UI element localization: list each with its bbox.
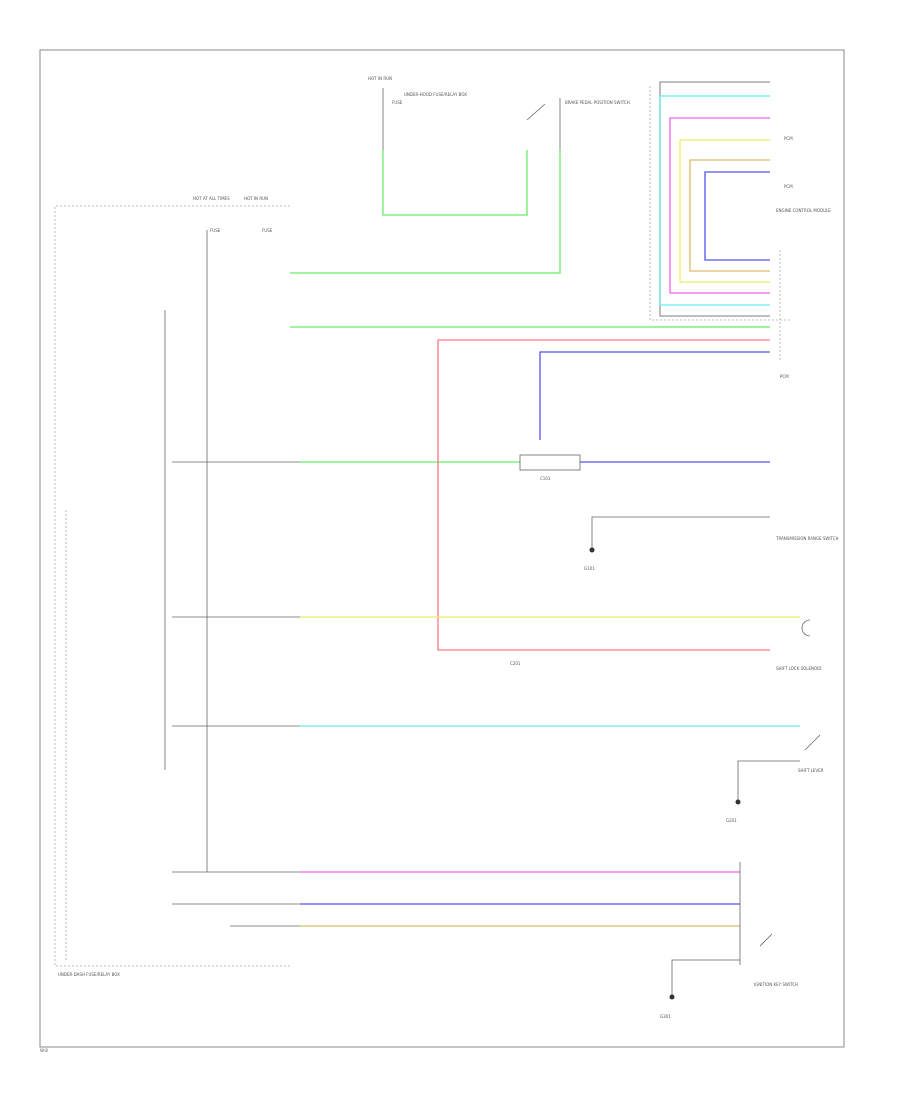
label-c101: C101: [540, 476, 551, 481]
label-pcm-b: PCM: [784, 184, 793, 189]
label-fuse-a: FUSE: [392, 100, 403, 105]
wire-pink: [437, 339, 770, 651]
shift-lever-ground-wire: [737, 760, 800, 800]
ignition-switch-arm: [759, 933, 773, 947]
brake-switch-arm: [526, 103, 546, 121]
label-underhood-box: UNDER-HOOD FUSE/RELAY BOX: [404, 92, 467, 97]
label-hot-run-top: HOT IN RUN: [368, 76, 392, 81]
ground-dot-g201: [735, 799, 741, 805]
label-hot-in-run: HOT IN RUN: [244, 196, 268, 201]
wire-tan-pcm: [689, 159, 770, 272]
shift-lock-solenoid-symbol: [801, 619, 811, 637]
ground-dot-g301: [669, 994, 675, 1000]
label-shift-lock: SHIFT LOCK SOLENOID: [776, 666, 821, 671]
label-c201: C201: [510, 661, 521, 666]
label-g101: G101: [584, 566, 595, 571]
diagram-frame: [39, 49, 845, 1048]
ignition-ground-wire: [671, 959, 740, 995]
label-engine-control: ENGINE CONTROL MODULE: [776, 208, 831, 213]
shift-lever-switch-arm: [804, 734, 821, 751]
wire-blue-pcm: [704, 171, 770, 261]
range-ground-wire: [591, 516, 770, 548]
label-hot-at-all-times: HOT AT ALL TIMES: [193, 196, 230, 201]
ground-dot-g101: [589, 547, 595, 553]
wire-cyan-pcm: [659, 95, 770, 306]
label-brake-pedal-switch: BRAKE PEDAL POSITION SWITCH: [565, 100, 630, 105]
label-pcm-a: PCM: [784, 136, 793, 141]
wire-gray-pcm: [659, 81, 770, 317]
label-pcm-c: PCM: [780, 374, 789, 379]
label-g301: G301: [660, 1014, 671, 1019]
range-connector-box: [519, 454, 581, 471]
label-fuse-c: FUSE: [262, 228, 273, 233]
pcm-connector-enclosure: [649, 86, 790, 321]
wire-green-run: [290, 150, 561, 274]
wire-magenta-pcm: [669, 117, 770, 294]
wire-green-top: [382, 150, 528, 216]
label-transmission-range: TRANSMISSION RANGE SWITCH: [775, 536, 839, 541]
label-fuse-b: FUSE: [210, 228, 221, 233]
label-shift-lever: SHIFT LEVER: [798, 768, 824, 773]
label-bottom-box: UNDER-DASH FUSE/RELAY BOX: [58, 972, 120, 977]
footer-code: W-8: [40, 1048, 48, 1053]
label-g201: G201: [726, 818, 737, 823]
label-ignition-switch: IGNITION KEY SWITCH: [754, 982, 798, 987]
wire-blue-range: [539, 351, 770, 440]
wire-yellow-pcm: [679, 139, 770, 283]
fuse-box-enclosure: [54, 205, 290, 967]
